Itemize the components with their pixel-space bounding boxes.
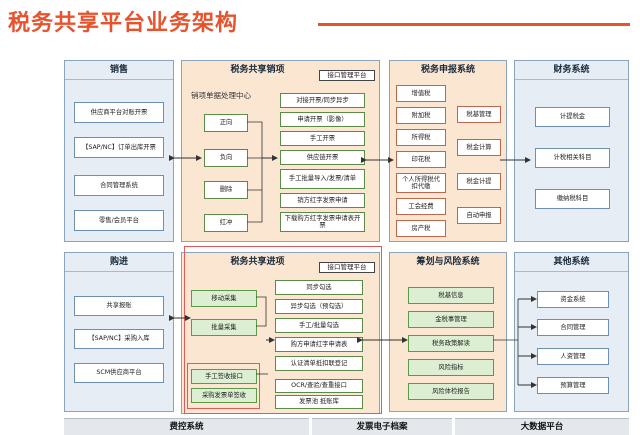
planning-panel: 筹划与风险系统 税基信息 金税事管理 税务政策解读 风险指标 风险体检报告 <box>389 252 507 412</box>
sales-right-item: 申请开票（影像） <box>280 112 365 127</box>
sales-right-item: 手工批量导入/发票/清单 <box>280 169 365 189</box>
purchase-panel-title: 购进 <box>65 253 173 272</box>
other-item: 人资管理 <box>537 348 609 365</box>
tax-type-item: 工会经费 <box>396 198 446 215</box>
sales-share-group-label: 销项单据处理中心 <box>191 91 251 100</box>
sales-item: 零售/会员平台 <box>74 210 164 231</box>
tax-process-item: 税金计提 <box>457 173 501 190</box>
purchase-item: 共享报账 <box>74 296 164 316</box>
other-item: 资金系统 <box>537 291 609 308</box>
purchase-right-item: 认证清单抵扣联登记 <box>275 356 363 371</box>
tax-process-item: 自动申报 <box>457 207 501 224</box>
finance-item: 计提税金 <box>535 107 610 127</box>
purchase-right-item: 异步勾选（预勾选） <box>275 299 363 314</box>
purchase-item: 【SAP/NC】采购入库 <box>74 329 164 349</box>
sales-left-item: 删除 <box>204 181 248 199</box>
planning-item: 风险指标 <box>408 359 494 376</box>
invoice-check-item: OCR/查验/查重接口 <box>275 379 363 393</box>
finance-panel-title: 财务系统 <box>515 61 628 80</box>
footer-item-expense-control: 费控系统 <box>64 418 309 435</box>
title-underline <box>318 23 630 26</box>
tax-type-item: 个人所得税代扣代缴 <box>396 173 446 193</box>
tax-type-item: 房产税 <box>396 220 446 237</box>
sales-panel-title: 销售 <box>65 61 173 80</box>
receipt-item: 采购发票单签收 <box>191 388 257 403</box>
sales-right-item: 手工开票 <box>280 131 365 146</box>
footer-item-bigdata-platform: 大数据平台 <box>455 418 629 435</box>
tax-filing-panel: 税务申报系统 增值税 附加税 所得税 印花税 个人所得税代扣代缴 工会经费 房产… <box>389 60 507 242</box>
finance-item: 计税相关科目 <box>535 148 610 168</box>
other-item: 预算管理 <box>537 377 609 394</box>
purchase-share-interface-tag: 接口管理平台 <box>319 262 375 273</box>
planning-item: 税务政策解读 <box>408 335 494 352</box>
purchase-right-item: 购方申请红字申请表 <box>275 337 363 352</box>
tax-type-item: 增值税 <box>396 85 446 102</box>
capture-item: 移动采集 <box>191 290 257 307</box>
planning-item: 金税事管理 <box>408 311 494 328</box>
purchase-share-panel: 税务共享进项 接口管理平台 移动采集 批量采集 手工签收接口 采购发票单签收 同… <box>181 252 380 414</box>
tax-type-item: 附加税 <box>396 107 446 124</box>
tax-type-item: 印花税 <box>396 151 446 168</box>
sales-right-item: 对接开票/同步异步 <box>280 93 365 108</box>
sales-share-panel: 税务共享销项 接口管理平台 销项单据处理中心 正向 负向 删除 红冲 对接开票/… <box>181 60 380 242</box>
sales-right-item: 销方红字发票申请 <box>280 193 365 208</box>
sales-item: 合同管理系统 <box>74 175 164 196</box>
sales-left-item: 负向 <box>204 149 248 167</box>
invoice-pool-item: 发票池 抵账库 <box>275 395 363 409</box>
page-title: 税务共享平台业务架构 <box>8 11 239 36</box>
sales-left-item: 正向 <box>204 114 248 132</box>
planning-item: 税基信息 <box>408 287 494 304</box>
sales-left-item: 红冲 <box>204 214 248 232</box>
purchase-highlight-outline <box>184 246 382 414</box>
sales-item: 供应商平台对账开票 <box>74 102 164 123</box>
sales-right-item: 下载购方红字发票申请表开票 <box>280 212 365 232</box>
sales-right-item: 供应链开票 <box>280 150 365 165</box>
purchase-item: SCM供应商平台 <box>74 363 164 383</box>
planning-item: 风险体检报告 <box>408 383 494 400</box>
purchase-right-item: 手工/批量勾选 <box>275 318 363 333</box>
tax-process-item: 税基管理 <box>457 106 501 123</box>
receipt-item: 手工签收接口 <box>191 369 257 384</box>
purchase-share-title: 税务共享进项 <box>230 257 285 267</box>
sales-share-title: 税务共享销项 <box>230 65 285 75</box>
finance-panel: 财务系统 计提税金 计税相关科目 缴纳税科目 <box>514 60 629 242</box>
tax-filing-title: 税务申报系统 <box>420 65 475 75</box>
receipt-highlight-outline <box>187 363 260 409</box>
sales-item: 【SAP/NC】订单出库开票 <box>74 137 164 158</box>
capture-item: 批量采集 <box>191 319 257 336</box>
sales-share-interface-tag: 接口管理平台 <box>319 70 375 81</box>
tax-process-item: 税金计算 <box>457 139 501 156</box>
planning-panel-title: 筹划与风险系统 <box>416 257 480 267</box>
tax-type-item: 所得税 <box>396 129 446 146</box>
purchase-right-item: 同步勾选 <box>275 280 363 295</box>
other-panel-title: 其他系统 <box>515 253 628 272</box>
other-item: 合同管理 <box>537 319 609 336</box>
finance-item: 缴纳税科目 <box>535 189 610 209</box>
other-panel: 其他系统 资金系统 合同管理 人资管理 预算管理 <box>514 252 629 412</box>
sales-panel: 销售 供应商平台对账开票 【SAP/NC】订单出库开票 合同管理系统 零售/会员… <box>64 60 174 242</box>
purchase-panel: 购进 共享报账 【SAP/NC】采购入库 SCM供应商平台 <box>64 252 174 412</box>
footer-item-einvoice-archive: 发票电子档案 <box>312 418 452 435</box>
